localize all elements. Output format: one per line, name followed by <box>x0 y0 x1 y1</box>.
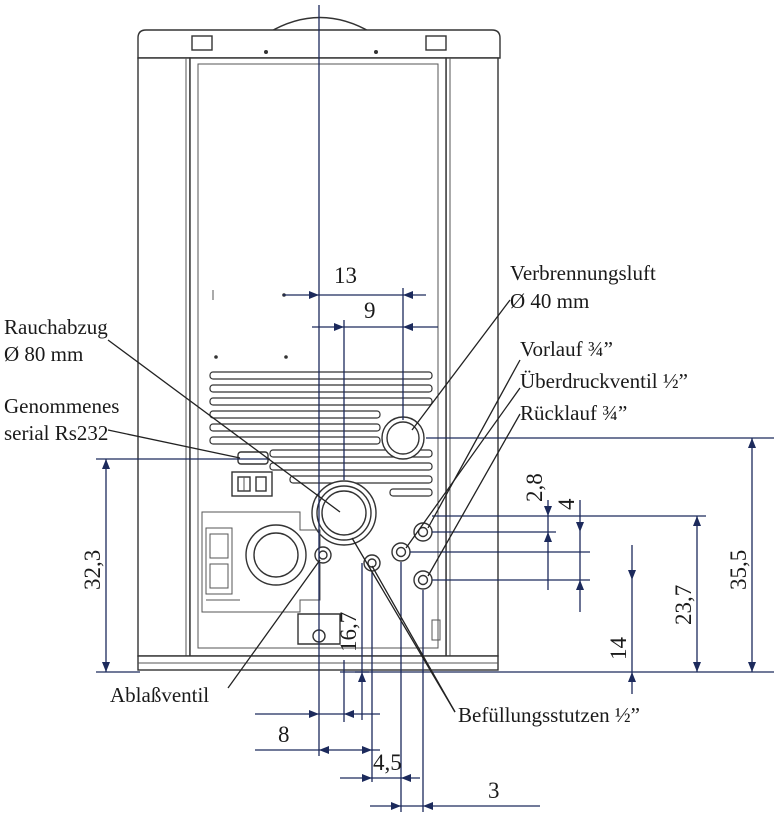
rs232-connector <box>231 451 273 497</box>
dim-4: 4 <box>554 498 579 510</box>
ruecklauf-label: Rücklauf ¾” <box>520 401 627 425</box>
fittings <box>314 522 433 590</box>
rauchabzug-label: Rauchabzug <box>4 315 108 339</box>
dim-14: 14 <box>606 637 631 661</box>
ablassventil-label: Ablaßventil <box>110 683 209 707</box>
flue-outlet <box>311 480 377 546</box>
dim-4-5: 4,5 <box>373 750 402 775</box>
verbrennungsluft-label: Verbrennungsluft <box>510 261 656 285</box>
leader-lines <box>107 299 521 713</box>
rs232-label-line2: serial Rs232 <box>4 421 108 445</box>
dim-35-5: 35,5 <box>726 550 751 590</box>
dim-8: 8 <box>278 722 290 747</box>
dim-13: 13 <box>334 263 357 288</box>
vorlauf-label: Vorlauf ¾” <box>520 337 613 361</box>
verbrennungsluft-size: Ø 40 mm <box>510 289 589 313</box>
rs232-label-line1: Genommenes <box>4 394 119 418</box>
rauchabzug-size: Ø 80 mm <box>4 342 83 366</box>
ueberdruckventil-label: Überdruckventil ½” <box>520 369 688 393</box>
dim-2-8: 2,8 <box>522 473 547 502</box>
dim-32-3: 32,3 <box>80 550 105 590</box>
befuellungsstutzen-label: Befüllungsstutzen ½” <box>458 703 640 727</box>
dim-16-7: 16,7 <box>336 612 361 652</box>
dim-3: 3 <box>488 778 500 803</box>
dim-23-7: 23,7 <box>671 585 696 625</box>
dim-9: 9 <box>364 298 376 323</box>
